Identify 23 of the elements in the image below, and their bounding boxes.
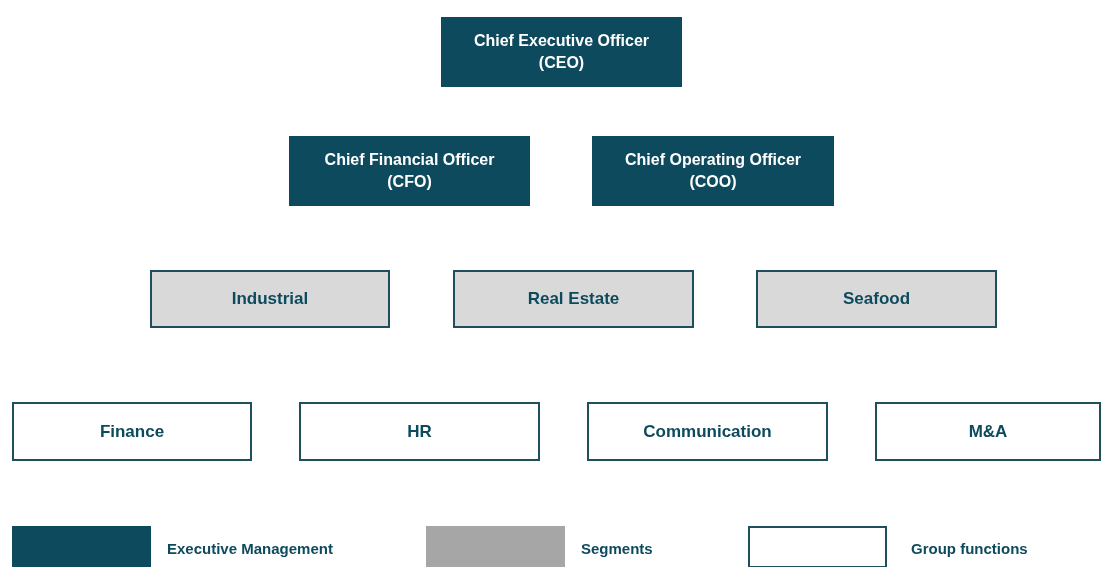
node-label: HR [407, 420, 432, 443]
function-box [299, 402, 540, 461]
segment-box [150, 270, 390, 328]
node-label: Real Estate [527, 288, 620, 310]
legend-label: Executive Management [167, 539, 333, 559]
legend-label: Group functions [911, 539, 1028, 559]
node-label: Finance [99, 420, 165, 443]
executive-box [441, 17, 682, 87]
segment-box [453, 270, 694, 328]
node-label: Chief Operating Officer (COO) [624, 150, 802, 192]
executive-box [592, 136, 834, 206]
executive-box [289, 136, 530, 206]
function-box [12, 402, 252, 461]
legend-label: Segments [581, 539, 653, 559]
node-label: Seafood [842, 288, 911, 310]
node-label: Chief Financial Officer (CFO) [323, 150, 496, 192]
function-box [875, 402, 1101, 461]
node-label: M&A [968, 420, 1008, 443]
function-box [587, 402, 828, 461]
segment-box [756, 270, 997, 328]
node-label: Communication [643, 420, 772, 443]
node-label: Chief Executive Officer (CEO) [472, 31, 651, 73]
node-label: Industrial [231, 288, 309, 310]
